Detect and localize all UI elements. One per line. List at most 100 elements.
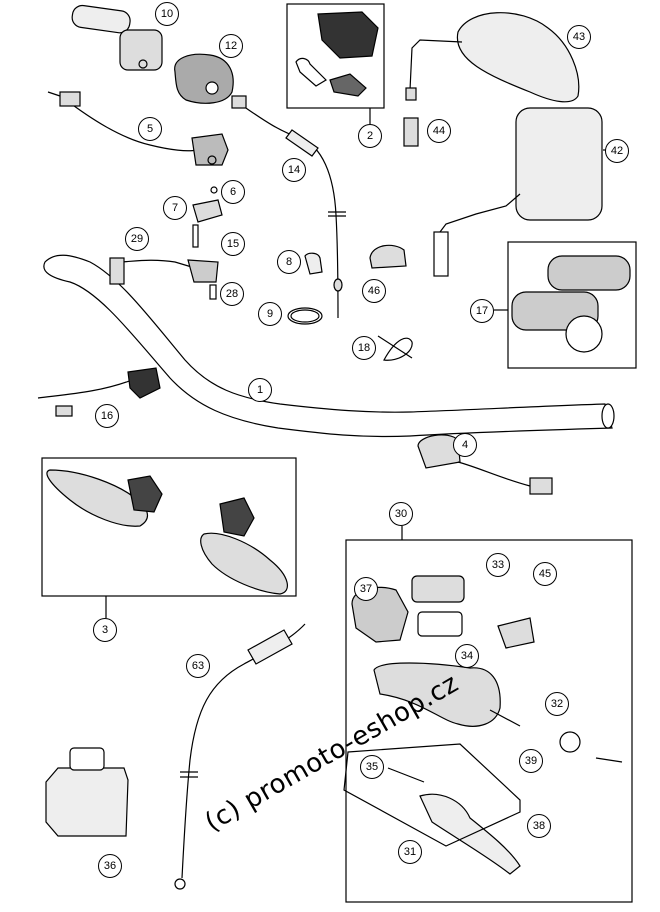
- callout-34: 34: [455, 644, 479, 668]
- switch-4-wire: [457, 461, 531, 487]
- mirror-43-stem: [409, 39, 463, 91]
- callout-16: 16: [95, 404, 119, 428]
- part-2-clip: [295, 57, 327, 87]
- clamp-7: [192, 199, 223, 223]
- callout-18: 18: [352, 336, 376, 360]
- callout-33: 33: [486, 553, 510, 577]
- switch-wire-5: [47, 91, 197, 152]
- callout-39: 39: [519, 749, 543, 773]
- cable-adjuster: [285, 129, 319, 157]
- frame-part-17: [507, 241, 637, 369]
- mirror-42-glass: [515, 107, 603, 221]
- callout-35: 35: [360, 755, 384, 779]
- callout-37: 37: [354, 577, 378, 601]
- handlebar-end: [601, 403, 615, 429]
- callout-17: 17: [470, 299, 494, 323]
- o-ring-9: [287, 307, 323, 325]
- adjuster-32: [489, 709, 521, 727]
- callout-15: 15: [221, 232, 245, 256]
- o-ring-9-inner: [290, 309, 320, 323]
- grip-17-end: [565, 315, 603, 353]
- handguard-left: [46, 469, 149, 527]
- callout-32: 32: [545, 692, 569, 716]
- oil-bottle-cap: [69, 747, 105, 771]
- mirror-43-glass: [456, 12, 580, 103]
- kill-switch-plug: [109, 257, 125, 285]
- reservoir-cap: [411, 575, 465, 603]
- clamp-45: [497, 617, 535, 649]
- callout-9: 9: [258, 302, 282, 326]
- clutch-cable-eye: [174, 878, 186, 890]
- callout-42: 42: [605, 139, 629, 163]
- switch-16-plug: [55, 405, 73, 417]
- callout-2: 2: [358, 124, 382, 148]
- callout-12: 12: [219, 34, 243, 58]
- handguard-mount-right: [219, 497, 255, 537]
- callout-14: 14: [282, 158, 306, 182]
- reservoir-seal: [417, 611, 463, 637]
- switch-screw-5: [207, 155, 217, 165]
- bolt-15: [192, 224, 199, 248]
- callout-63: 63: [186, 654, 210, 678]
- switch-plug-5: [59, 91, 81, 107]
- handlebar: [43, 254, 613, 438]
- part-2-housing: [317, 11, 379, 59]
- clamp-46: [369, 244, 407, 269]
- callout-44: 44: [427, 119, 451, 143]
- frame-part-30: [345, 539, 633, 903]
- switch-4-housing: [417, 434, 461, 469]
- frame-part-3: [41, 457, 297, 597]
- callout-43: 43: [567, 25, 591, 49]
- callout-36: 36: [98, 854, 122, 878]
- bleed-screw: [595, 757, 623, 763]
- callout-8: 8: [277, 250, 301, 274]
- cable-tie-18: [377, 335, 413, 361]
- frame-part-2: [286, 3, 385, 109]
- callout-7: 7: [163, 196, 187, 220]
- handguard-right: [200, 532, 288, 595]
- cable-end-top: [231, 95, 247, 109]
- kill-switch-cable: [117, 259, 196, 269]
- switch-16-housing: [127, 367, 161, 399]
- callout-38: 38: [527, 814, 551, 838]
- oil-bottle: [45, 767, 129, 837]
- throttle-cover-hole: [205, 81, 219, 95]
- grip-17-right: [547, 255, 631, 291]
- callout-46: 46: [362, 279, 386, 303]
- nut-6: [210, 186, 218, 194]
- switch-housing-5: [191, 133, 229, 166]
- switch-16-wire: [37, 379, 133, 399]
- callout-1: 1: [248, 378, 272, 402]
- mirror-43-base: [405, 87, 417, 101]
- callout-10: 10: [155, 2, 179, 26]
- kill-switch-body: [187, 259, 219, 283]
- callout-45: 45: [533, 562, 557, 586]
- cable-end-bottom: [333, 278, 343, 292]
- washer-39: [559, 731, 581, 753]
- pin-35: [387, 767, 425, 783]
- mirror-42-stem: [439, 193, 521, 233]
- throttle-housing-screw: [138, 59, 148, 69]
- brake-lever: [419, 793, 521, 875]
- lever-bracket-38: [343, 743, 521, 847]
- throttle-housing: [119, 29, 163, 71]
- adapter-44: [403, 117, 419, 147]
- throttle-cover: [174, 53, 234, 104]
- clip-8: [304, 252, 323, 275]
- throttle-cable: [239, 103, 339, 319]
- part-2-bracket: [329, 73, 367, 97]
- callout-6: 6: [221, 180, 245, 204]
- throttle-grip: [71, 4, 131, 34]
- callout-5: 5: [138, 117, 162, 141]
- clutch-cable-adjuster: [247, 629, 293, 665]
- master-cylinder: [373, 662, 501, 727]
- cylinder-cover-37: [351, 586, 409, 643]
- callout-28: 28: [220, 282, 244, 306]
- callout-4: 4: [453, 433, 477, 457]
- callout-31: 31: [398, 840, 422, 864]
- callout-3: 3: [93, 618, 117, 642]
- callout-30: 30: [389, 502, 413, 526]
- handguard-mount-left: [127, 475, 163, 513]
